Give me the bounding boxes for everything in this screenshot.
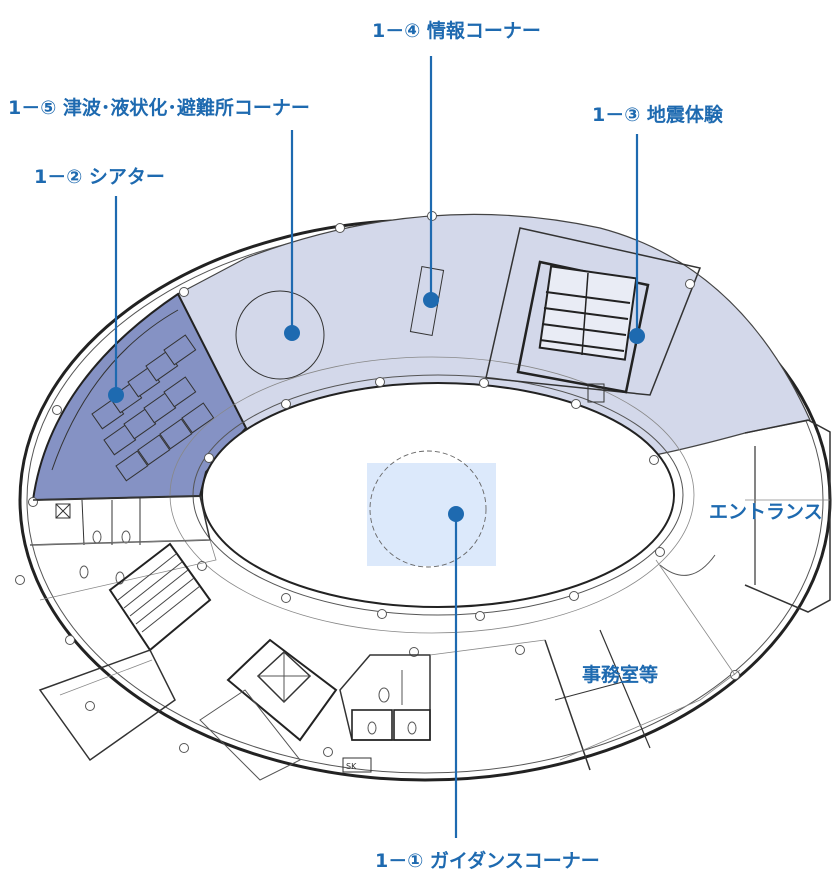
label-guidance: 1－① ガイダンスコーナー [375,850,600,872]
tsunami-circle [235,290,325,380]
marker-earthquake [629,328,645,344]
marker-tsunami [284,325,300,341]
corridor-outer-line [169,356,695,634]
svg-text:SK: SK [346,762,357,771]
theater-screen-arc [51,309,179,471]
label-earthquake: 1－③ 地震体験 [592,104,723,126]
office-area [429,559,741,771]
elevator-core [199,638,338,781]
earthquake-room [485,227,702,403]
entrance-structure [659,419,831,613]
label-entrance: エントランス [709,501,823,523]
guidance-zone-fill [367,463,496,566]
marker-information [423,292,439,308]
label-theater: 1－② シアター [34,166,165,188]
restrooms-center: SK [339,654,431,773]
label-office: 事務室等 [582,664,659,686]
label-tsunami: 1－⑤ 津波･液状化･避難所コーナー [8,97,310,119]
label-information: 1－④ 情報コーナー [372,20,541,42]
marker-guidance [448,506,464,522]
guidance-circle [369,450,487,568]
columns [15,211,740,757]
marker-theater [108,387,124,403]
theater-seating [91,334,215,482]
service-area-left [29,495,217,601]
inner-courtyard-line [192,374,684,616]
staircase [38,542,212,762]
